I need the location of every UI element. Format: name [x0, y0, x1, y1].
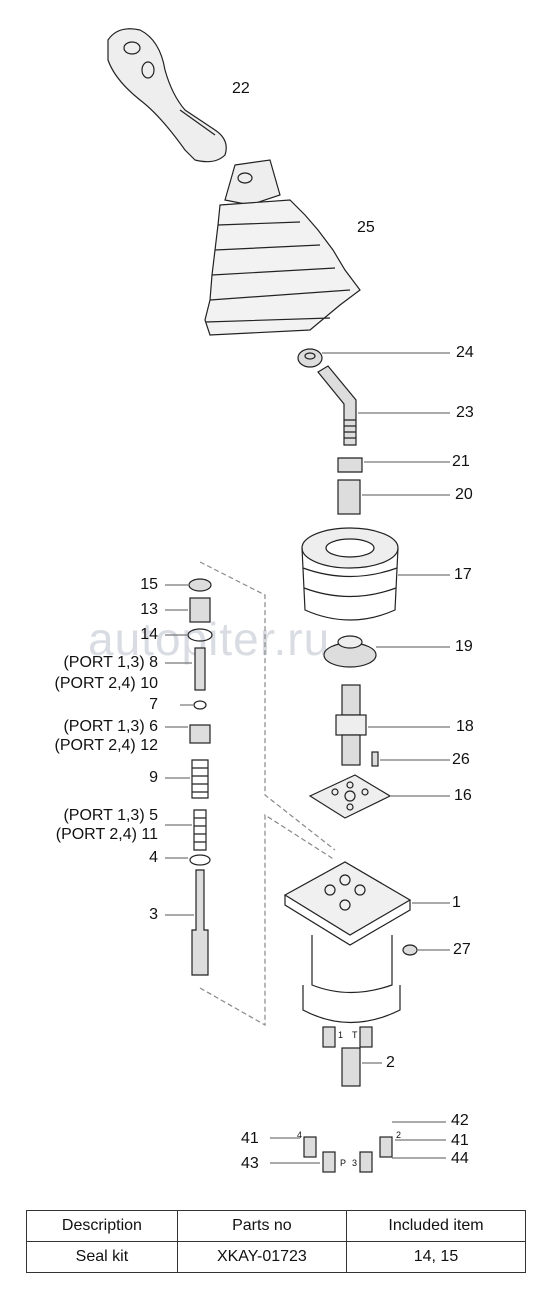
- part-20-sleeve: [337, 479, 450, 515]
- callout-25: 25: [357, 219, 375, 236]
- callout-14: 14: [140, 626, 158, 643]
- callout-21: 21: [452, 453, 470, 470]
- callout-9: 9: [149, 769, 158, 786]
- table-header-cell: Parts no: [176, 1210, 347, 1242]
- callout-8: (PORT 1,3) 8: [63, 654, 158, 671]
- callout-18: 18: [456, 718, 474, 735]
- callout-16: 16: [454, 787, 472, 804]
- table-cell: Seal kit: [26, 1241, 178, 1273]
- callout-15: 15: [140, 576, 158, 593]
- part-27-plug: [402, 944, 450, 956]
- callout-1: 1: [452, 894, 461, 911]
- callout-42: 42: [451, 1112, 469, 1129]
- exploded-parts-diagram: [107, 28, 450, 1173]
- table-row: Seal kit XKAY-01723 14, 15: [26, 1241, 527, 1273]
- port-mark-3: 3: [352, 1158, 358, 1168]
- part-23-rod: [317, 365, 450, 446]
- port-mark-1: 1: [338, 1030, 344, 1040]
- port-mark-4: 4: [297, 1130, 303, 1140]
- callout-6: (PORT 1,3) 6: [63, 718, 158, 735]
- part-26-pin: [371, 751, 450, 767]
- callout-41-left: 41: [241, 1130, 259, 1147]
- callout-43: 43: [241, 1155, 259, 1172]
- part-22-grip-handle: [107, 28, 227, 163]
- callout-3: 3: [149, 906, 158, 923]
- table-header-row: Description Parts no Included item: [26, 1210, 527, 1242]
- callout-24: 24: [456, 344, 474, 361]
- part-1-casing: [283, 861, 450, 1023]
- part-25-rubber-boot: [204, 159, 361, 336]
- port-mark-T: T: [352, 1030, 358, 1040]
- part-21-nut: [337, 457, 450, 473]
- part-16-plate: [308, 774, 450, 819]
- callout-2: 2: [386, 1054, 395, 1071]
- port-mark-P: P: [340, 1158, 347, 1168]
- callout-26: 26: [452, 751, 470, 768]
- part-19-retainer: [323, 635, 450, 668]
- callout-23: 23: [456, 404, 474, 421]
- table-cell: 14, 15: [345, 1241, 527, 1273]
- table-header-cell: Description: [26, 1210, 178, 1242]
- table-header-cell: Included item: [345, 1210, 527, 1242]
- port-mark-2: 2: [396, 1130, 402, 1140]
- part-18-universal-joint: [335, 684, 450, 766]
- part-24-nut: [297, 348, 450, 368]
- callout-4: 4: [149, 849, 158, 866]
- left-stack-parts: [165, 578, 213, 976]
- callout-27: 27: [453, 941, 471, 958]
- callout-5: (PORT 1,3) 5: [63, 807, 158, 824]
- part-2-sleeve: [341, 1047, 382, 1087]
- callout-19: 19: [455, 638, 473, 655]
- callout-12: (PORT 2,4) 12: [54, 737, 158, 754]
- seal-kit-table: Description Parts no Included item Seal …: [26, 1210, 527, 1273]
- table-cell: XKAY-01723: [176, 1241, 347, 1273]
- callout-20: 20: [455, 486, 473, 503]
- callout-17: 17: [454, 566, 472, 583]
- callout-10: (PORT 2,4) 10: [54, 675, 158, 692]
- callout-22: 22: [232, 80, 250, 97]
- port-fittings: [270, 1026, 446, 1173]
- callout-7: 7: [149, 696, 158, 713]
- callout-13: 13: [140, 601, 158, 618]
- callout-44: 44: [451, 1150, 469, 1167]
- part-17-cover: [301, 527, 450, 621]
- callout-11: (PORT 2,4) 11: [55, 826, 158, 843]
- callout-41-right: 41: [451, 1132, 469, 1149]
